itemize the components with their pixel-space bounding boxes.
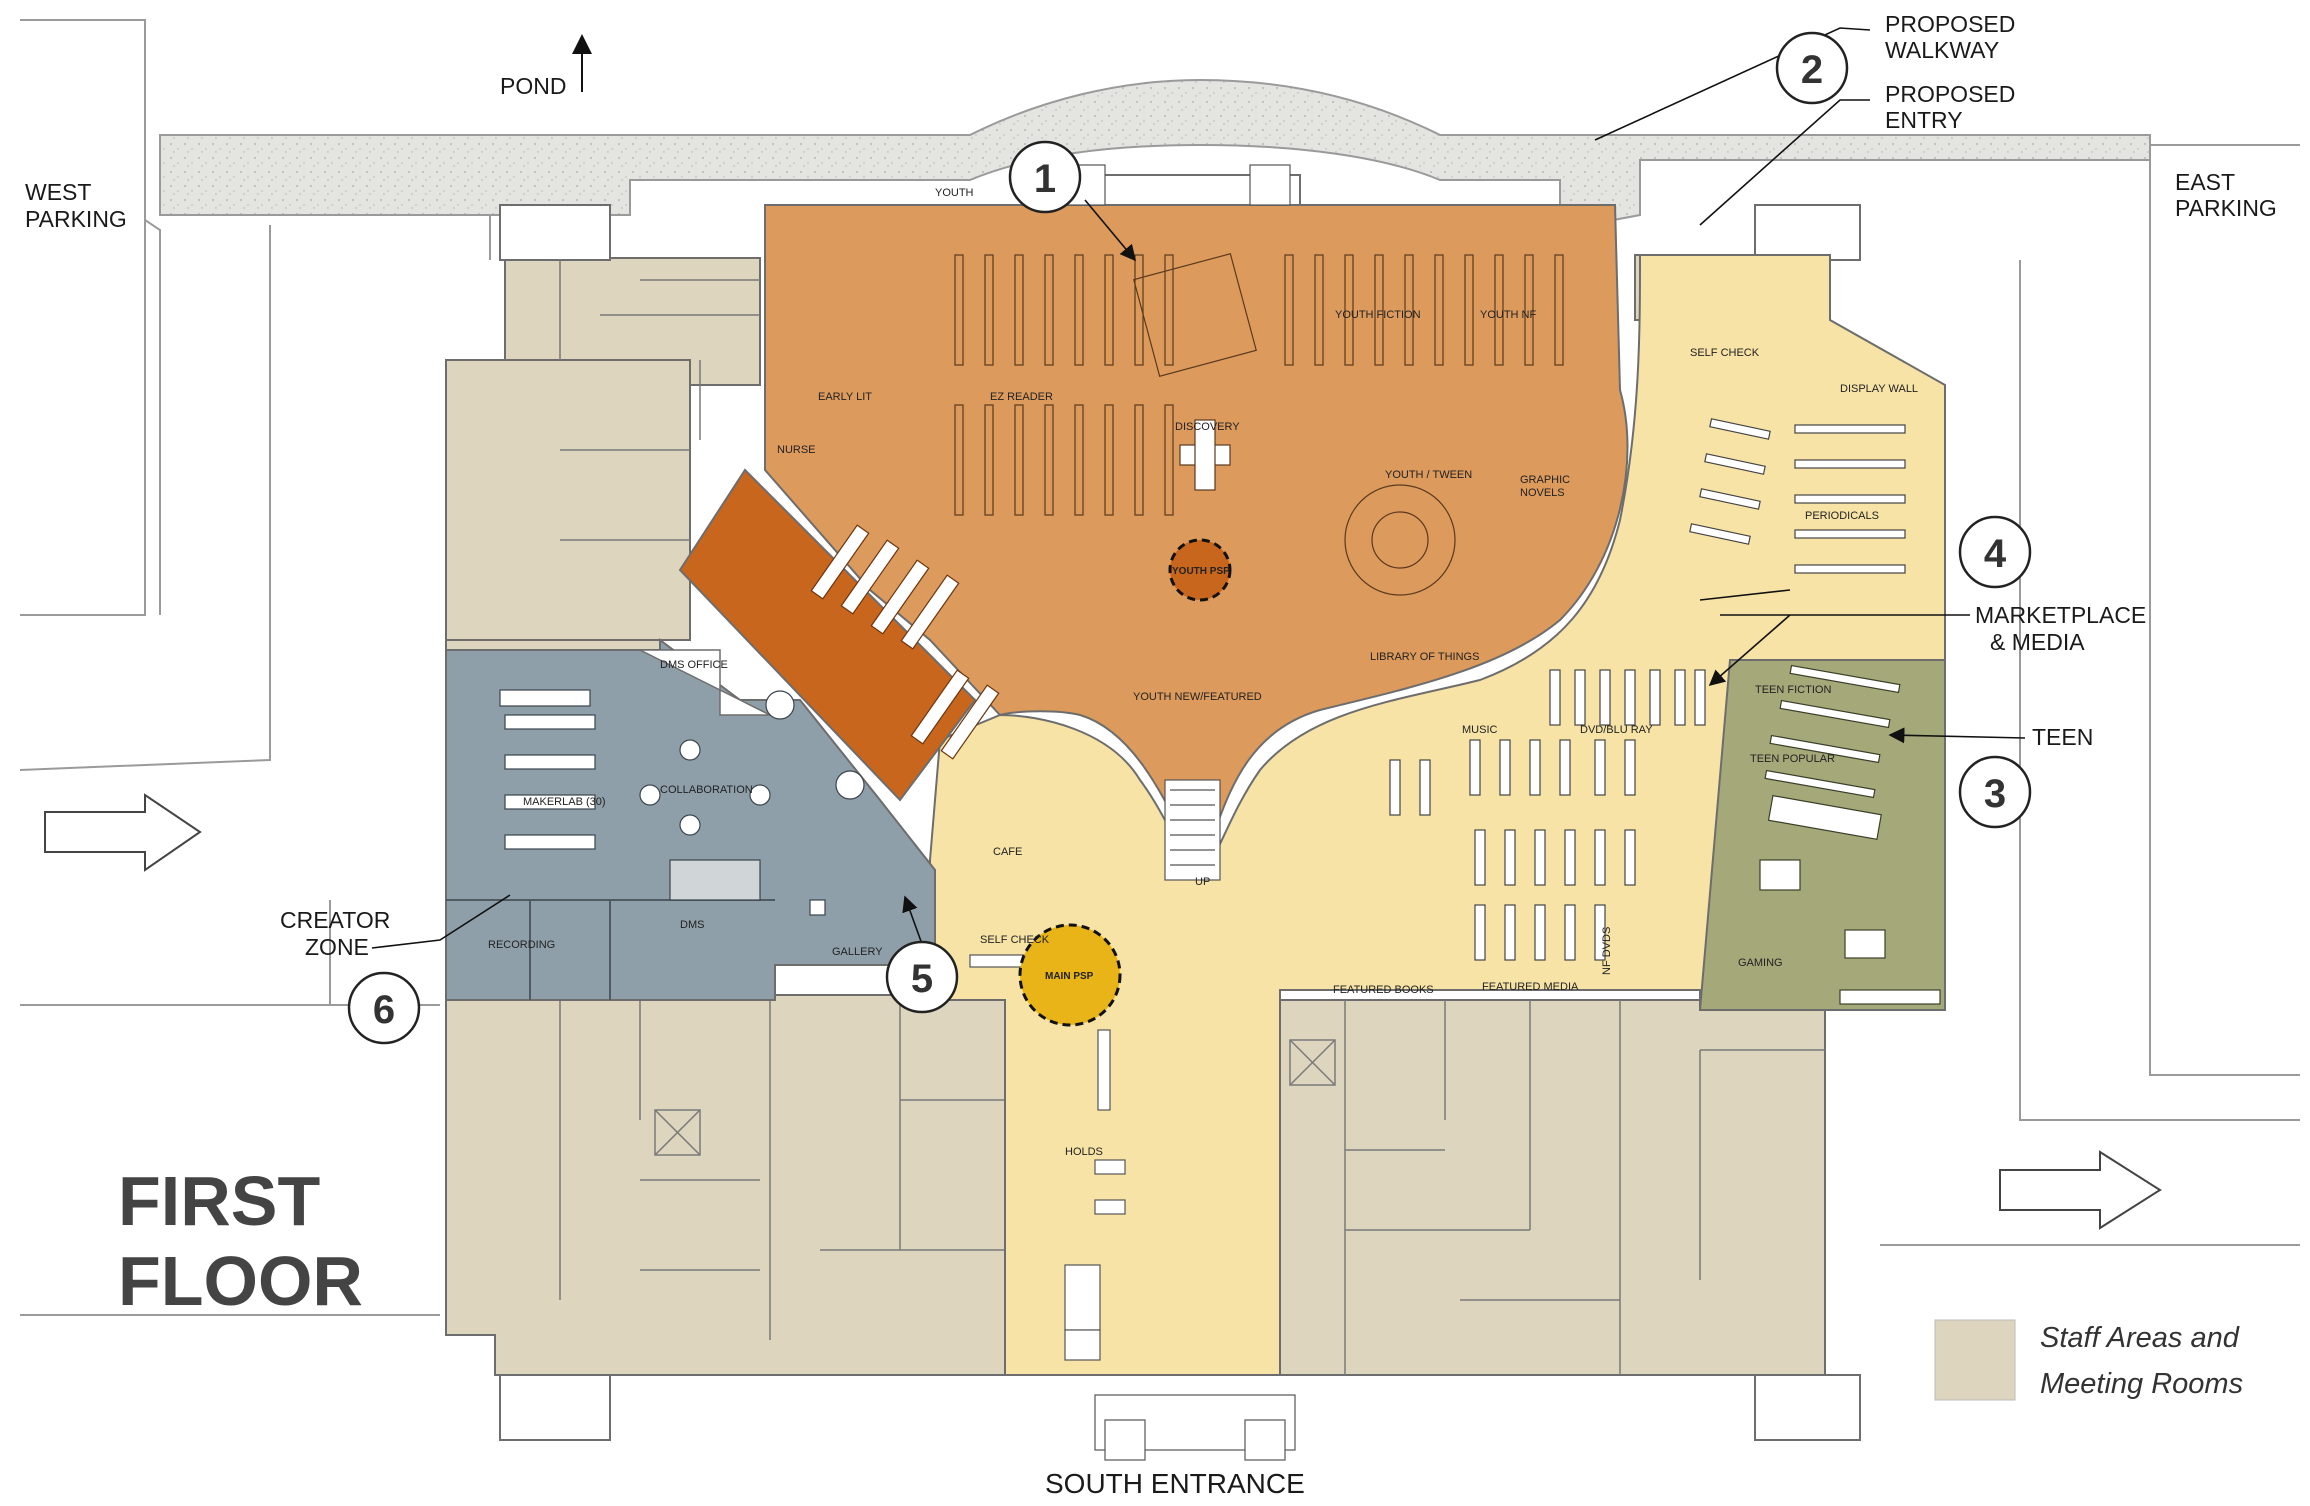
label-pond: POND [500, 73, 566, 99]
label-self-check-east: SELF CHECK [1690, 347, 1760, 359]
callout-4: 4 [1958, 515, 2032, 589]
label-youth: YOUTH [935, 187, 974, 199]
label-graphic-novels-1: GRAPHIC [1520, 474, 1570, 486]
label-gallery: GALLERY [832, 946, 883, 958]
label-west-parking-2: PARKING [25, 206, 127, 232]
youth-shelving [954, 253, 1564, 596]
label-ez-reader: EZ READER [990, 391, 1053, 403]
label-west-parking-1: WEST [25, 179, 91, 205]
staff-interior-walls [559, 260, 1825, 1375]
site-labels: POND WEST PARKING EAST PARKING SOUTH ENT… [25, 73, 2277, 1499]
legend-swatch-staff [1934, 1319, 2016, 1401]
site-context [19, 19, 2300, 1316]
callout-3: 3 [1958, 755, 2032, 829]
main-psp-circle [1018, 923, 1122, 1027]
label-holds: HOLDS [1065, 1146, 1103, 1158]
label-teen-popular: TEEN POPULAR [1750, 753, 1835, 765]
svg-text:4: 4 [1984, 532, 2007, 576]
label-south-entrance: SOUTH ENTRANCE [1045, 1468, 1305, 1499]
label-youth-fiction: YOUTH FICTION [1335, 309, 1421, 321]
svg-text:2: 2 [1801, 48, 1823, 92]
legend: Staff Areas and Meeting Rooms [1934, 1319, 2243, 1401]
svg-text:5: 5 [911, 957, 933, 1001]
label-proposed-entry-2: ENTRY [1885, 107, 1963, 133]
label-youth-tween: YOUTH / TWEEN [1385, 469, 1472, 481]
label-self-check-main: SELF CHECK [980, 934, 1050, 946]
legend-label-1: Staff Areas and [2040, 1322, 2240, 1354]
label-early-lit: EARLY LIT [818, 391, 872, 403]
marketplace-zone [929, 254, 1946, 1376]
arrow-west-entry [44, 793, 202, 872]
label-youth-psp: YOUTH PSP [1172, 566, 1230, 577]
label-music: MUSIC [1462, 724, 1498, 736]
svg-text:6: 6 [373, 988, 395, 1032]
teen-shelving [1759, 664, 1941, 1005]
label-dvd-blu-ray: DVD/BLU RAY [1580, 724, 1653, 736]
svg-text:1: 1 [1034, 157, 1056, 201]
label-teen: TEEN [2032, 724, 2093, 750]
label-marketplace-media-1: MARKETPLACE [1975, 602, 2146, 628]
room-labels: YOUTH EARLY LIT EZ READER DISCOVERY YOUT… [488, 187, 1918, 1158]
label-featured-media: FEATURED MEDIA [1482, 981, 1579, 993]
label-proposed-entry-1: PROPOSED [1885, 81, 2015, 107]
label-proposed-walkway-1: PROPOSED [1885, 11, 2015, 37]
label-recording: RECORDING [488, 939, 555, 951]
label-creator-zone-2: ZONE [305, 934, 369, 960]
label-proposed-walkway-2: WALKWAY [1885, 37, 1999, 63]
label-dms: DMS [680, 919, 704, 931]
label-nurse: NURSE [777, 444, 816, 456]
label-east-parking-2: PARKING [2175, 195, 2277, 221]
youth-zone [678, 204, 1629, 854]
marketplace-shelving [1389, 418, 1906, 961]
label-display-wall: DISPLAY WALL [1840, 383, 1918, 395]
leader-lines [371, 27, 2026, 981]
teen-zone [1698, 659, 1946, 1011]
label-library-of-things: LIBRARY OF THINGS [1370, 651, 1479, 663]
arrow-east-exit [1999, 1150, 2162, 1230]
label-graphic-novels-2: NOVELS [1520, 487, 1565, 499]
label-dms-office: DMS OFFICE [660, 659, 728, 671]
creator-furniture [499, 689, 865, 916]
label-periodicals: PERIODICALS [1805, 510, 1879, 522]
callout-5: 5 [885, 940, 959, 1014]
callout-1: 1 [1008, 140, 1082, 214]
label-featured-books: FEATURED BOOKS [1333, 984, 1434, 996]
label-up: UP [1195, 876, 1210, 888]
label-teen-fiction: TEEN FICTION [1755, 684, 1831, 696]
title-line-1: FIRST [118, 1162, 320, 1240]
label-youth-new-featured: YOUTH NEW/FEATURED [1133, 691, 1262, 703]
label-cafe: CAFE [993, 846, 1022, 858]
label-discovery: DISCOVERY [1175, 421, 1240, 433]
callout-6: 6 [347, 971, 421, 1045]
label-marketplace-media-2: & MEDIA [1990, 629, 2085, 655]
title-line-2: FLOOR [118, 1242, 363, 1320]
label-gaming: GAMING [1738, 957, 1783, 969]
label-collaboration: COLLABORATION [660, 784, 753, 796]
svg-text:3: 3 [1984, 772, 2006, 816]
callout-2: 2 [1775, 31, 1849, 105]
label-creator-zone-1: CREATOR [280, 907, 390, 933]
label-nf-dvds: NF DVDS [1601, 927, 1613, 975]
dark-wing-tables [810, 524, 1000, 760]
floor-title: FIRST FLOOR [118, 1162, 363, 1320]
label-makerlab: MAKERLAB (30) [523, 796, 606, 808]
legend-label-2: Meeting Rooms [2040, 1368, 2243, 1400]
label-east-parking-1: EAST [2175, 169, 2235, 195]
label-main-psp: MAIN PSP [1045, 971, 1094, 982]
annotations: PROPOSED WALKWAY PROPOSED ENTRY MARKETPL… [280, 11, 2146, 960]
label-youth-nf: YOUTH NF [1480, 309, 1537, 321]
youth-psp-circle [1168, 538, 1232, 602]
